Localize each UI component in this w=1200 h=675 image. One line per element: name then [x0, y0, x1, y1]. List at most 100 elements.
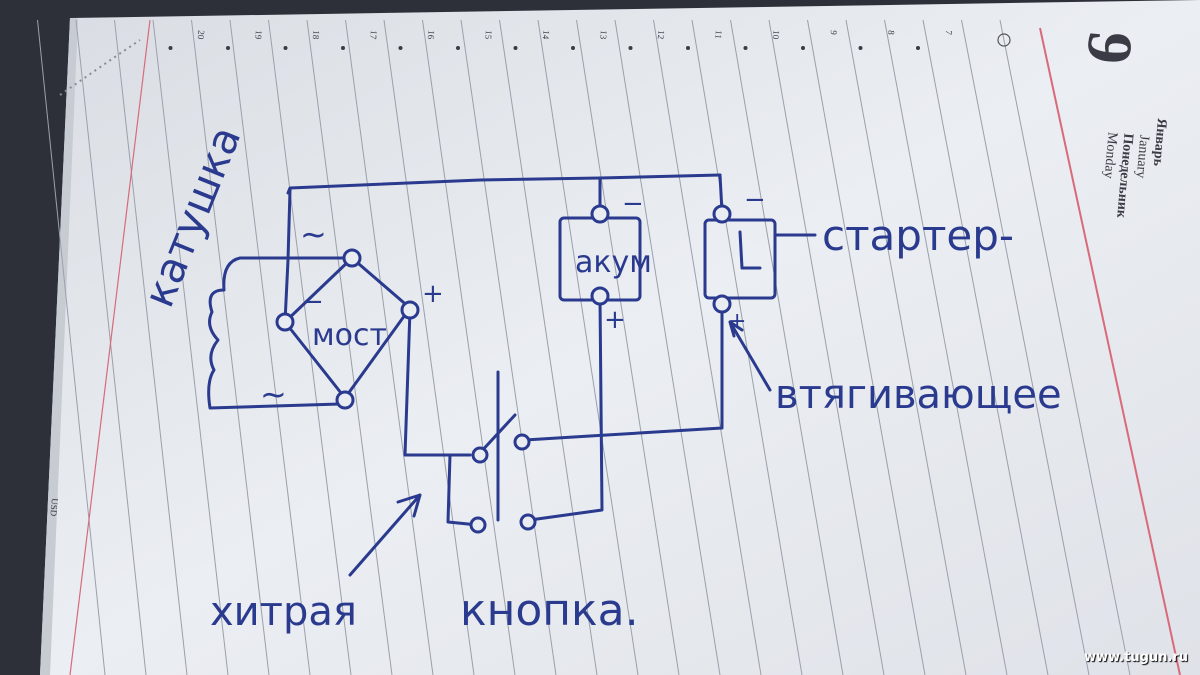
rule-line — [37, 19, 106, 675]
hour-dot — [916, 46, 920, 50]
starter-symbol — [738, 230, 762, 270]
ruled-lines — [37, 19, 1131, 675]
hour-label: 18 — [311, 30, 322, 40]
hour-label: 7 — [944, 30, 954, 36]
hour-dot — [686, 46, 690, 50]
bridge-plus-wire — [403, 308, 472, 457]
rule-line — [152, 19, 229, 675]
hour-dot — [743, 46, 748, 50]
battery-minus-symbol: − — [622, 189, 644, 219]
usd-label: USD — [48, 498, 60, 517]
hour-text: 7 — [944, 30, 954, 36]
month-block: Январь January Понедельник Monday — [1101, 118, 1169, 220]
page-edge — [40, 18, 78, 675]
hour-text: 11 — [713, 30, 724, 40]
clock-icon — [997, 33, 1011, 47]
hour-dot — [168, 46, 173, 50]
hour-dot — [456, 46, 460, 50]
hour-label: 13 — [598, 30, 609, 40]
button-label-2: кнопка. — [460, 585, 639, 636]
hour-dot — [858, 46, 863, 50]
bridge-minus-symbol: − — [302, 287, 324, 317]
rule-line — [691, 19, 803, 675]
rule-line — [306, 19, 393, 675]
hour-label: 20 — [196, 30, 207, 40]
switch-terminal-2 — [513, 433, 531, 451]
rule-line — [499, 19, 598, 675]
hour-text: 13 — [598, 30, 609, 40]
battery-label: акум — [575, 245, 652, 280]
hour-text: 18 — [311, 30, 322, 40]
bridge-terminal-bottom — [335, 390, 355, 410]
hour-label: 15 — [483, 30, 494, 40]
terminals — [275, 204, 732, 534]
rule-line — [191, 19, 270, 675]
hour-label: 14 — [541, 30, 552, 40]
coil-winding — [207, 256, 357, 410]
rule-line — [653, 19, 762, 675]
battery-plus-symbol: + — [604, 305, 626, 335]
switch-terminal-1 — [471, 446, 489, 464]
weekday-en: Monday — [1101, 131, 1120, 179]
battery-plus-wire — [528, 296, 604, 522]
hour-text: 15 — [483, 30, 494, 40]
ac-symbol-bottom: ~ — [260, 375, 287, 413]
rule-line — [768, 19, 885, 675]
hour-dot — [283, 46, 288, 50]
watermark: www.tugun.ru — [1083, 650, 1188, 665]
month-en: January — [1133, 134, 1152, 179]
hour-text: 12 — [656, 30, 667, 40]
rule-line — [383, 19, 475, 675]
rule-line — [345, 19, 434, 675]
bridge-terminal-top — [342, 248, 362, 268]
ac-symbol-top: ~ — [300, 215, 327, 253]
month-ru: Январь — [1150, 118, 1169, 168]
hour-label: 17 — [368, 30, 379, 40]
button-label-1: хитрая — [210, 589, 357, 635]
hour-text: 8 — [886, 30, 896, 36]
hour-label: 19 — [253, 30, 264, 40]
switch-terminal-3 — [469, 516, 487, 534]
rule-line — [845, 19, 967, 675]
rule-line — [75, 19, 147, 675]
switch-bracket — [446, 453, 480, 527]
rule-line — [229, 19, 311, 675]
bridge-minus-wire — [283, 258, 290, 324]
bridge-terminal-left — [275, 312, 295, 332]
bridge-label: мост — [312, 318, 387, 353]
hour-text: 19 — [253, 30, 264, 40]
starter-minus-symbol: − — [744, 185, 766, 215]
rule-line — [922, 19, 1049, 675]
left-margin-line — [69, 19, 151, 675]
svg-text:USD: USD — [48, 498, 60, 517]
starter-terminal-plus — [712, 294, 732, 314]
day-number: 9 — [1073, 29, 1147, 67]
left-top-wire — [286, 188, 292, 262]
hour-text: 9 — [829, 30, 839, 36]
starter-plus-symbol: + — [728, 309, 746, 334]
hour-label: 11 — [713, 30, 724, 40]
rule-line — [730, 19, 844, 675]
hour-dot — [226, 46, 230, 50]
bridge-terminal-right — [400, 300, 420, 320]
weekday-ru: Понедельник — [1113, 133, 1135, 220]
hour-dot — [341, 46, 345, 50]
binding-dots — [59, 39, 141, 96]
hour-labels: 7 8 9 10 11 12 13 14 15 16 17 18 19 20 — [168, 30, 954, 50]
hour-dot — [398, 46, 403, 50]
hour-label: 10 — [771, 30, 782, 40]
hour-dot — [801, 46, 805, 50]
rule-line — [576, 19, 680, 675]
hour-text: 20 — [196, 30, 207, 40]
switch-terminal-4 — [519, 513, 537, 531]
starter-terminal-minus — [712, 204, 732, 224]
hour-label: 8 — [886, 30, 896, 36]
hour-text: 14 — [541, 30, 552, 40]
starter-body — [703, 218, 777, 300]
hour-text: 16 — [426, 30, 437, 40]
rule-line — [999, 19, 1131, 675]
hour-dot — [628, 46, 633, 50]
rule-line — [460, 19, 557, 675]
bridge-plus-symbol: + — [422, 279, 444, 309]
